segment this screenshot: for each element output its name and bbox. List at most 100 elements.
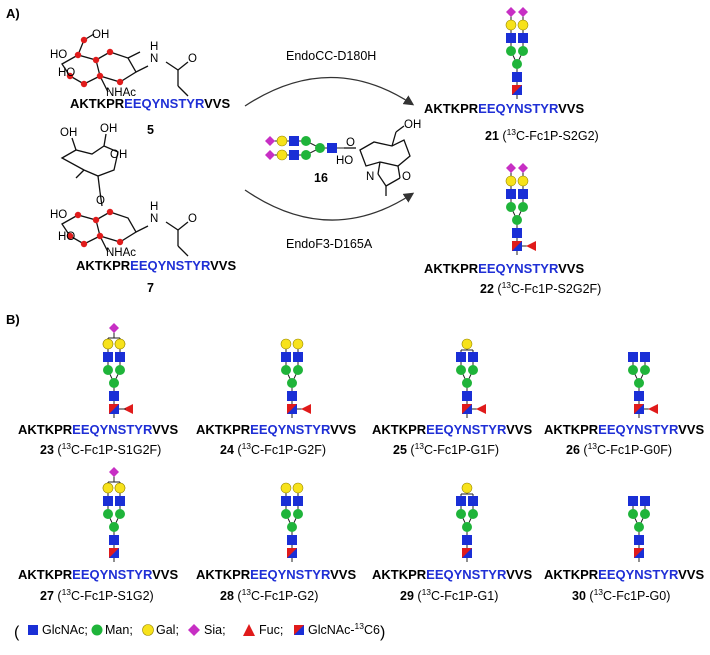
legend-glcnac13-red bbox=[294, 625, 304, 635]
gal-circle bbox=[102, 482, 114, 494]
glcnac-square bbox=[456, 496, 466, 506]
sia-diamond bbox=[109, 467, 119, 477]
compound-26-caption: 26 (13C-Fc1P-G0F) bbox=[566, 441, 672, 457]
man-circle bbox=[315, 143, 325, 153]
glcnac-13c-red-half bbox=[462, 404, 472, 414]
glcnac-square bbox=[289, 150, 299, 160]
man-circle bbox=[103, 509, 113, 519]
enzyme-top-label: EndoCC-D180H bbox=[286, 49, 376, 63]
man-circle bbox=[293, 509, 303, 519]
man-circle bbox=[115, 365, 125, 375]
man-circle bbox=[281, 365, 291, 375]
gal-circle bbox=[461, 482, 473, 494]
man-circle bbox=[518, 202, 528, 212]
substrate-5-peptide: AKTKPREEQYNSTYRVVS bbox=[70, 96, 230, 111]
legend-fuc-triangle bbox=[243, 624, 255, 636]
symbol-legend: ( GlcNAc; Man; Gal; Sia; Fuc; GlcNAc-13C… bbox=[14, 621, 385, 641]
compound-29-glycan bbox=[456, 482, 478, 562]
fuc-triangle bbox=[301, 404, 311, 414]
glcnac-square bbox=[462, 535, 472, 545]
glcnac-square bbox=[462, 391, 472, 401]
compound-29-peptide: AKTKPREEQYNSTYRVVS bbox=[372, 567, 532, 582]
man-circle bbox=[462, 522, 472, 532]
glcnac-13c-red-half bbox=[634, 404, 644, 414]
man-circle bbox=[115, 509, 125, 519]
man-circle bbox=[456, 365, 466, 375]
compound-23-peptide: AKTKPREEQYNSTYRVVS bbox=[18, 422, 178, 437]
legend-man-circle bbox=[91, 624, 103, 636]
compound-25-peptide: AKTKPREEQYNSTYRVVS bbox=[372, 422, 532, 437]
substrate-7-ho-1: HO bbox=[50, 209, 67, 221]
man-circle bbox=[287, 378, 297, 388]
man-circle bbox=[628, 509, 638, 519]
legend-glcnac-square bbox=[28, 625, 38, 635]
gal-circle bbox=[102, 338, 114, 350]
man-circle bbox=[281, 509, 291, 519]
glcnac-square bbox=[518, 189, 528, 199]
man-circle bbox=[506, 46, 516, 56]
glcnac-square bbox=[628, 496, 638, 506]
donor-16-oxazoline bbox=[344, 125, 411, 196]
legend-close-paren: ) bbox=[380, 624, 385, 641]
legend-sia-diamond bbox=[188, 624, 200, 636]
substrate-5-oh-top: OH bbox=[92, 29, 109, 41]
substrate-7-nhac: NHAc bbox=[106, 247, 136, 259]
sia-diamond bbox=[506, 163, 516, 173]
glcnac-square bbox=[103, 496, 113, 506]
substrate-5-nhac: NHAc bbox=[106, 87, 136, 99]
gal-circle bbox=[517, 175, 529, 187]
glcnac-square bbox=[109, 391, 119, 401]
glcnac-square bbox=[628, 352, 638, 362]
substrate-5-n: N bbox=[150, 53, 158, 65]
section-b-label: B) bbox=[6, 312, 20, 327]
gal-circle bbox=[276, 135, 288, 147]
substrate-7-peptide: AKTKPREEQYNSTYRVVS bbox=[76, 258, 236, 273]
compound-28-caption: 28 (13C-Fc1P-G2) bbox=[220, 587, 318, 603]
gal-circle bbox=[292, 482, 304, 494]
man-circle bbox=[301, 150, 311, 160]
product-21-peptide: AKTKPREEQYNSTYRVVS bbox=[424, 101, 584, 116]
fuc-triangle bbox=[476, 404, 486, 414]
glcnac-13c-red-half bbox=[109, 548, 119, 558]
man-circle bbox=[468, 365, 478, 375]
compound-29-caption: 29 (13C-Fc1P-G1) bbox=[400, 587, 498, 603]
compound-28-peptide: AKTKPREEQYNSTYRVVS bbox=[196, 567, 356, 582]
man-circle bbox=[287, 522, 297, 532]
sia-diamond bbox=[265, 150, 275, 160]
man-circle bbox=[512, 215, 522, 225]
substrate-5-o: O bbox=[188, 53, 197, 65]
sia-diamond bbox=[506, 7, 516, 17]
glcnac-square bbox=[518, 33, 528, 43]
man-circle bbox=[518, 46, 528, 56]
compound-30-peptide: AKTKPREEQYNSTYRVVS bbox=[544, 567, 704, 582]
glcnac-13c-red-half bbox=[462, 548, 472, 558]
glcnac-13c-red-half bbox=[287, 404, 297, 414]
gal-circle bbox=[292, 338, 304, 350]
compound-23-glycan bbox=[102, 323, 133, 418]
legend-gal-circle bbox=[142, 624, 154, 636]
substrate-7-h: H bbox=[150, 201, 158, 213]
gal-circle bbox=[505, 19, 517, 31]
compound-28-glycan bbox=[280, 482, 304, 562]
legend-fuc-label: Fuc; bbox=[259, 623, 283, 637]
compound-27-glycan bbox=[102, 467, 126, 562]
donor-16-number: 16 bbox=[314, 171, 328, 185]
compound-23-caption: 23 (13C-Fc1P-S1G2F) bbox=[40, 441, 161, 457]
substrate-7-oh-1: OH bbox=[60, 127, 77, 139]
substrate-7-number: 7 bbox=[147, 281, 154, 295]
compound-26-peptide: AKTKPREEQYNSTYRVVS bbox=[544, 422, 704, 437]
glcnac-square bbox=[281, 496, 291, 506]
glcnac-square bbox=[512, 72, 522, 82]
substrate-7-n: N bbox=[150, 213, 158, 225]
substrate-5-ho-bottom: HO bbox=[58, 67, 75, 79]
glcnac-13c-red-half bbox=[109, 404, 119, 414]
glcnac-13c-red-half bbox=[512, 241, 522, 251]
man-circle bbox=[640, 365, 650, 375]
substrate-7-o: O bbox=[188, 213, 197, 225]
glcnac-square bbox=[634, 535, 644, 545]
glcnac-square bbox=[287, 391, 297, 401]
substrate-7-oh-3: OH bbox=[110, 149, 127, 161]
substrate-5-atoms bbox=[66, 36, 124, 88]
legend-open-paren: ( bbox=[14, 624, 20, 641]
